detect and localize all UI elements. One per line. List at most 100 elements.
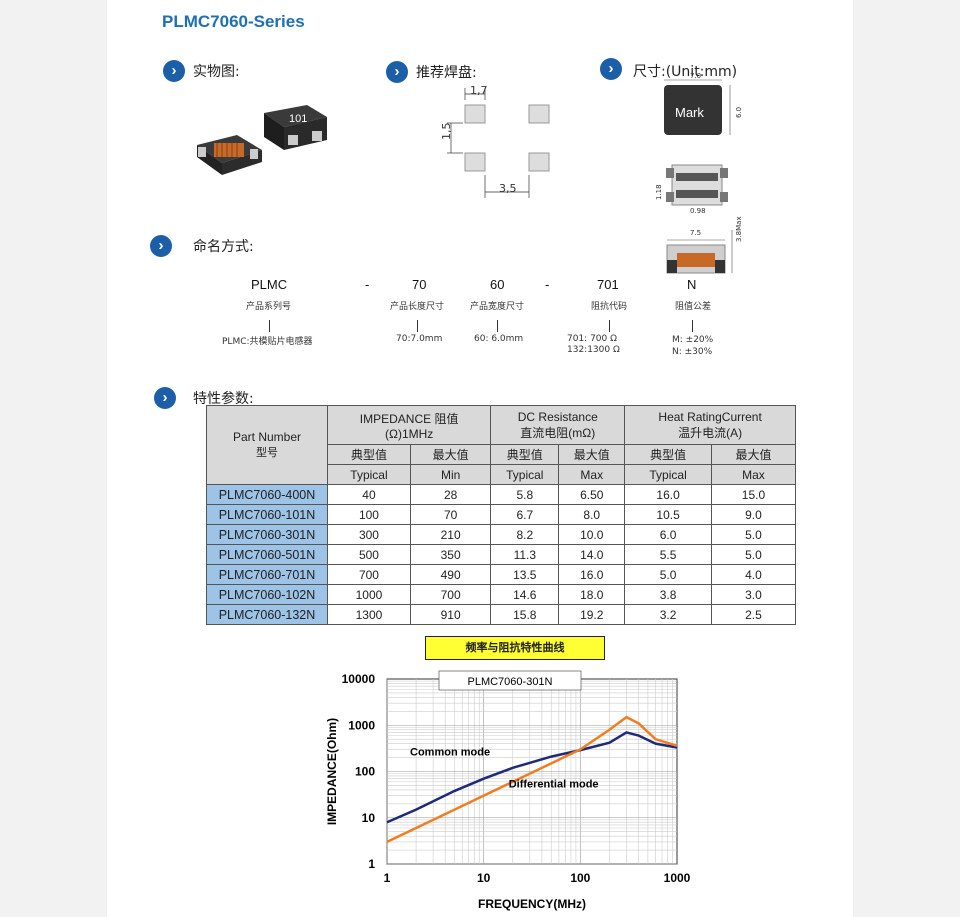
pad-width-label: 1,7 bbox=[470, 84, 488, 97]
tick bbox=[692, 320, 693, 332]
differential-mode-line bbox=[386, 715, 678, 844]
dim-d3: 7.5 bbox=[690, 229, 702, 237]
code-dash-1: - bbox=[365, 277, 370, 292]
table-cell: 6.50 bbox=[558, 484, 626, 505]
x-tick-label: 1 bbox=[384, 871, 391, 885]
table-cell: 490 bbox=[409, 564, 492, 585]
inductor-right: 101 bbox=[264, 105, 327, 150]
table-cell: 18.0 bbox=[558, 584, 626, 605]
pad-layout-diagram bbox=[447, 88, 550, 198]
x-tick-label: 1000 bbox=[664, 871, 691, 885]
y-axis-label: IMPEDANCE(Ohm) bbox=[325, 718, 339, 825]
arrow-icon: › bbox=[163, 60, 185, 82]
label-series: 产品系列号 bbox=[246, 302, 292, 312]
table-cell: 15.0 bbox=[710, 484, 797, 505]
desc-impedance-2: 132:1300 Ω bbox=[567, 345, 620, 355]
arrow-icon: › bbox=[600, 58, 622, 80]
page-title: PLMC7060-Series bbox=[162, 12, 305, 31]
sub-header-en: Typical bbox=[490, 464, 560, 485]
table-cell: 5.8 bbox=[490, 484, 560, 505]
label-length: 产品长度尺寸 bbox=[390, 302, 445, 312]
spec-table: Part Number 型号 IMPEDANCE 阻值(Ω)1MHz DC Re… bbox=[206, 405, 797, 625]
label-tolerance: 阻值公差 bbox=[675, 302, 712, 312]
chart-section-title: 频率与阻抗特性曲线 bbox=[425, 636, 605, 660]
tick bbox=[497, 320, 498, 332]
common-mode-label: Common mode bbox=[410, 747, 490, 759]
photo-section-label: 实物图: bbox=[193, 64, 240, 80]
arrow-icon: › bbox=[154, 387, 176, 409]
label-impedance: 阻抗代码 bbox=[591, 302, 628, 312]
part-number-cell: PLMC7060-301N bbox=[206, 524, 328, 545]
desc-tolerance-1: M: ±20% bbox=[672, 335, 714, 345]
table-cell: 28 bbox=[409, 484, 492, 505]
table-cell: 300 bbox=[327, 524, 411, 545]
table-cell: 5.0 bbox=[710, 524, 797, 545]
tick bbox=[609, 320, 610, 332]
desc-tolerance-2: N: ±30% bbox=[672, 347, 713, 357]
table-cell: 500 bbox=[327, 544, 411, 565]
table-cell: 8.0 bbox=[558, 504, 626, 525]
size-section-label: 尺寸:(Unit:mm) bbox=[633, 64, 738, 80]
table-cell: 13.5 bbox=[490, 564, 560, 585]
common-mode-line bbox=[386, 731, 678, 824]
table-cell: 16.0 bbox=[558, 564, 626, 585]
table-cell: 10.5 bbox=[624, 504, 712, 525]
sub-header-en: Min bbox=[409, 464, 492, 485]
x-axis-label: FREQUENCY(MHz) bbox=[478, 897, 586, 911]
y-tick-label: 100 bbox=[355, 765, 375, 779]
table-cell: 5.5 bbox=[624, 544, 712, 565]
tick bbox=[417, 320, 418, 332]
part-number-cell: PLMC7060-101N bbox=[206, 504, 328, 525]
mark-label: Mark bbox=[675, 105, 704, 120]
tick bbox=[269, 320, 270, 332]
sub-header-cn: 最大值 bbox=[710, 444, 797, 465]
table-cell: 6.7 bbox=[490, 504, 560, 525]
chart-title-box bbox=[438, 670, 582, 691]
code-tolerance: N bbox=[687, 277, 697, 292]
table-cell: 1300 bbox=[327, 604, 411, 625]
impedance-header: IMPEDANCE 阻值(Ω)1MHz bbox=[326, 405, 492, 445]
dim-d1: 1.18 bbox=[655, 184, 663, 200]
sub-header-en: Typical bbox=[327, 464, 411, 485]
dim-d2: 0.98 bbox=[690, 207, 706, 215]
table-cell: 10.0 bbox=[558, 524, 626, 545]
table-cell: 15.8 bbox=[490, 604, 560, 625]
table-cell: 8.2 bbox=[490, 524, 560, 545]
sub-header-cn: 典型值 bbox=[490, 444, 560, 465]
y-tick-label: 1000 bbox=[348, 718, 375, 732]
table-cell: 350 bbox=[409, 544, 492, 565]
dimension-drawing bbox=[664, 79, 733, 274]
arrow-icon: › bbox=[386, 61, 408, 83]
product-photo: 101 bbox=[197, 105, 327, 175]
page: PLMC7060-Series › 实物图: › 推荐焊盘: › 尺寸:(Uni… bbox=[107, 0, 853, 917]
part-number-cell: PLMC7060-132N bbox=[206, 604, 328, 625]
part-number-header: Part Number 型号 bbox=[206, 405, 328, 485]
code-series: PLMC bbox=[251, 277, 288, 292]
table-cell: 5.0 bbox=[710, 544, 797, 565]
y-tick-label: 10 bbox=[362, 811, 376, 825]
pad-gap-label: 1,5 bbox=[440, 122, 453, 141]
part-number-cell: PLMC7060-400N bbox=[206, 484, 328, 505]
part-mark-text: 101 bbox=[289, 113, 307, 125]
x-tick-label: 10 bbox=[477, 871, 491, 885]
part-number-cell: PLMC7060-701N bbox=[206, 564, 328, 585]
table-cell: 3.0 bbox=[710, 584, 797, 605]
table-cell: 16.0 bbox=[624, 484, 712, 505]
arrow-icon: › bbox=[150, 235, 172, 257]
table-cell: 1000 bbox=[327, 584, 411, 605]
dim-d4: 3.8Max bbox=[735, 216, 743, 242]
table-cell: 9.0 bbox=[710, 504, 797, 525]
sub-header-en: Typical bbox=[624, 464, 712, 485]
sub-header-cn: 典型值 bbox=[624, 444, 712, 465]
table-cell: 11.3 bbox=[490, 544, 560, 565]
part-number-cell: PLMC7060-102N bbox=[206, 584, 328, 605]
